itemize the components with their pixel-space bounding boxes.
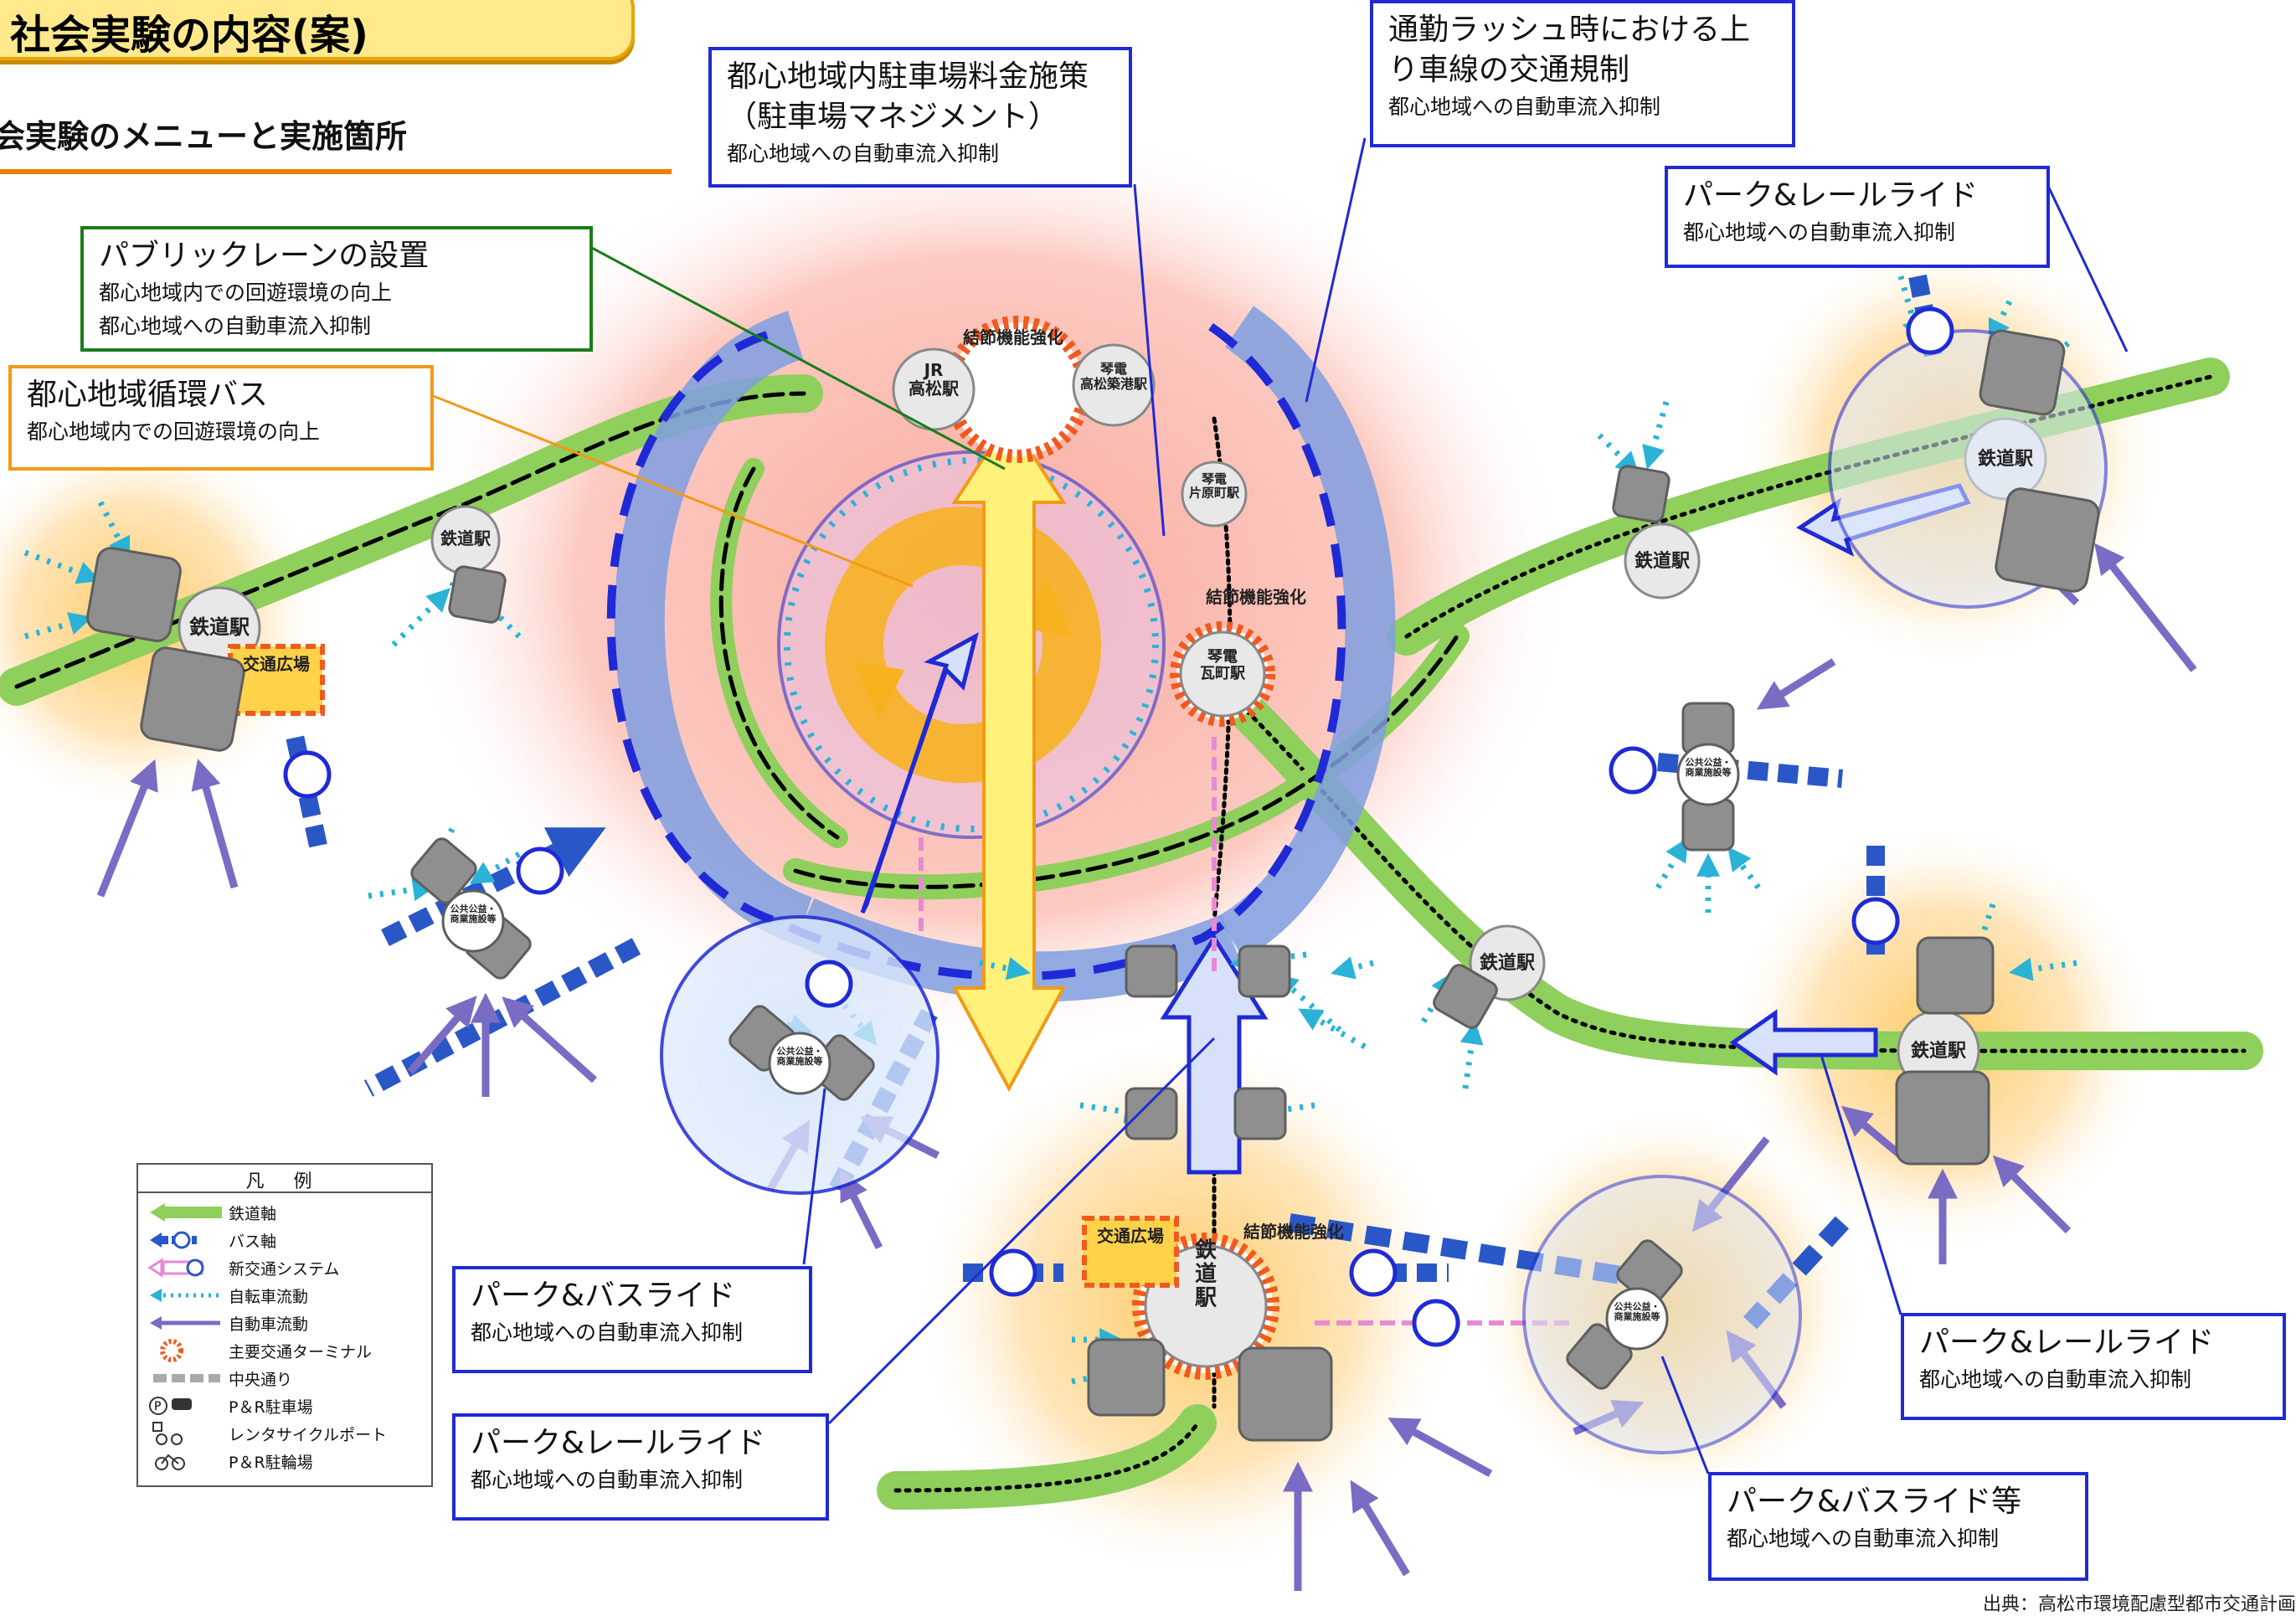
callout-loop-bus-title: 都心地域循環バス — [27, 378, 269, 412]
section-subtitle: 会実験のメニューと実施箇所 — [0, 118, 408, 155]
legend-item-bicycle-flow: 自転車流動 — [147, 1283, 423, 1308]
page-title-banner: 社会実験の内容(案) — [0, 0, 635, 60]
legend-item-bike-parking: P＆R駐輪場 — [147, 1449, 423, 1474]
legend-item-bus-axis: バス軸 — [147, 1227, 423, 1253]
callout-park-rail-e: パーク&レールライド 都心地域への自動車流入抑制 — [1901, 1313, 2286, 1420]
legend-item-park-ride-parking: P P＆R駐車場 — [147, 1393, 423, 1418]
callout-rush-hour-title: 通勤ラッシュ時における上 り車線の交通規制 — [1388, 13, 1751, 87]
legend-label: バス軸 — [229, 1233, 277, 1251]
bike-parking-icon — [155, 1454, 185, 1470]
public-facility-label: 公共公益・商業施設等 — [450, 903, 497, 924]
section-rule — [0, 169, 672, 174]
rental-cycle-icon — [152, 1422, 183, 1445]
legend-item-terminal: 主要交通ターミナル — [147, 1338, 423, 1363]
callout-park-rail-ne-sub: 都心地域への自動車流入抑制 — [1683, 220, 1956, 244]
legend-label: 新交通システム — [229, 1260, 340, 1279]
svg-text:P: P — [154, 1400, 161, 1413]
callout-park-rail-s-title: パーク&レールライド — [471, 1426, 766, 1460]
callout-park-bus-s: パーク&バスライド 都心地域への自動車流入抑制 — [452, 1266, 812, 1373]
callout-park-rail-ne-title: パーク&レールライド — [1683, 178, 1979, 213]
callout-park-rail-s: パーク&レールライド 都心地域への自動車流入抑制 — [452, 1413, 829, 1521]
central-street-icon — [153, 1374, 220, 1382]
bus-axis-icon — [150, 1231, 197, 1249]
traffic-plaza-label: 交通広場 — [243, 654, 310, 674]
traffic-plazas — [228, 644, 1179, 1288]
station-label-vertical: 鉄道駅 — [1195, 1237, 1217, 1310]
legend: 凡 例 鉄道軸 バス軸 新交通システム 自転車流動 自動車流動 主要交通ターミナ… — [136, 1163, 433, 1487]
callout-park-rail-ne: パーク&レールライド 都心地域への自動車流入抑制 — [1665, 166, 2050, 268]
legend-label: P＆R駐車場 — [229, 1398, 313, 1417]
public-facility-label: 公共公益・商業施設等 — [777, 1045, 823, 1067]
callout-rush-hour-sub: 都心地域への自動車流入抑制 — [1388, 95, 1661, 119]
kotoden-takamatsuchikko-label: 琴電高松築港駅 — [1080, 361, 1148, 392]
map-labels: 鉄道駅鉄道駅鉄道駅鉄道駅鉄道駅鉄道駅鉄道駅交通広場交通広場結節機能強化結節機能強… — [189, 327, 2033, 1322]
node-strengthen-label: 結節機能強化 — [1243, 1222, 1344, 1242]
legend-label: レンタサイクルポート — [229, 1426, 388, 1444]
station-label: 鉄道駅 — [1978, 448, 2033, 470]
callout-public-lane-sub: 都心地域内での回遊環境の向上 都心地域への自動車流入抑制 — [99, 280, 393, 338]
public-facility-nodes — [441, 743, 1740, 1351]
central-street-arrow — [951, 415, 1067, 1093]
kotoden-kataharamachi-label: 琴電片原町駅 — [1189, 471, 1240, 501]
bus-symbols — [283, 306, 1954, 1347]
node-strengthen-label: 結節機能強化 — [963, 327, 1063, 347]
callout-public-lane-title: パブリックレーンの設置 — [99, 239, 430, 273]
callout-public-lane: パブリックレーンの設置 都心地域内での回遊環境の向上 都心地域への自動車流入抑制 — [80, 226, 593, 352]
callout-parking-fee-sub: 都心地域への自動車流入抑制 — [727, 142, 1000, 166]
legend-label: 鉄道軸 — [229, 1205, 277, 1223]
callout-park-rail-e-sub: 都心地域への自動車流入抑制 — [1919, 1367, 2192, 1392]
legend-item-rental-cycle: レンタサイクルポート — [147, 1421, 423, 1446]
new-transit-icon — [147, 1258, 204, 1278]
bicycle-flow-icon — [150, 1289, 220, 1302]
legend-label: 主要交通ターミナル — [229, 1343, 373, 1361]
legend-label: 自動車流動 — [229, 1315, 309, 1334]
callout-park-bus-se-sub: 都心地域への自動車流入抑制 — [1727, 1526, 2000, 1551]
station-label: 鉄道駅 — [1911, 1040, 1966, 1062]
callout-park-bus-s-title: パーク&バスライド — [471, 1279, 736, 1313]
leader-lines — [430, 137, 2129, 1474]
car-flow-icon — [150, 1316, 220, 1330]
callout-park-bus-se: パーク&バスライド等 都心地域への自動車流入抑制 — [1708, 1472, 2088, 1581]
kotoden-kawaramachi-label: 琴電瓦町駅 — [1200, 648, 1246, 682]
station-label: 鉄道駅 — [1480, 952, 1535, 974]
station-label: 鉄道駅 — [440, 528, 491, 548]
callout-park-rail-e-title: パーク&レールライド — [1919, 1325, 2215, 1360]
callout-rush-hour: 通勤ラッシュ時における上 り車線の交通規制 都心地域への自動車流入抑制 — [1370, 0, 1795, 147]
callout-loop-bus-sub: 都心地域内での回遊環境の向上 — [27, 419, 321, 444]
legend-item-rail-axis: 鉄道軸 — [147, 1200, 423, 1225]
park-ride-parking-icon: P — [149, 1397, 192, 1415]
legend-heading: 凡 例 — [245, 1171, 324, 1192]
source-note: 出典：高松市環境配慮型都市交通計画 — [1982, 1594, 2296, 1615]
public-facility-label: 公共公益・商業施設等 — [1686, 756, 1732, 778]
public-facility-label: 公共公益・商業施設等 — [1614, 1300, 1660, 1322]
callout-park-rail-s-sub: 都心地域への自動車流入抑制 — [471, 1468, 744, 1492]
legend-label: 中央通り — [229, 1371, 293, 1389]
station-label: 鉄道駅 — [189, 615, 250, 639]
legend-item-new-transit: 新交通システム — [147, 1255, 423, 1280]
page-title: 社会実験の内容(案) — [10, 12, 368, 59]
callout-loop-bus: 都心地域循環バス 都心地域内での回遊環境の向上 — [8, 365, 434, 471]
legend-rule — [138, 1191, 431, 1193]
station-label: 鉄道駅 — [1634, 550, 1690, 572]
callout-parking-fee-title: 都心地域内駐車場料金施策 （駐車場マネジメント） — [727, 59, 1089, 134]
callout-park-bus-s-sub: 都心地域への自動車流入抑制 — [471, 1320, 744, 1345]
callout-park-bus-se-title: パーク&バスライド等 — [1727, 1485, 2022, 1519]
legend-label: 自転車流動 — [229, 1288, 309, 1306]
callout-parking-fee: 都心地域内駐車場料金施策 （駐車場マネジメント） 都心地域への自動車流入抑制 — [708, 47, 1132, 188]
legend-label: P＆R駐輪場 — [229, 1454, 313, 1472]
traffic-plaza-label: 交通広場 — [1097, 1226, 1164, 1246]
node-strengthen-label: 結節機能強化 — [1206, 587, 1306, 607]
rail-axis-icon — [150, 1203, 222, 1222]
legend-item-central-street: 中央通り — [147, 1366, 423, 1391]
legend-item-car-flow: 自動車流動 — [147, 1310, 423, 1336]
terminal-icon — [160, 1339, 183, 1362]
